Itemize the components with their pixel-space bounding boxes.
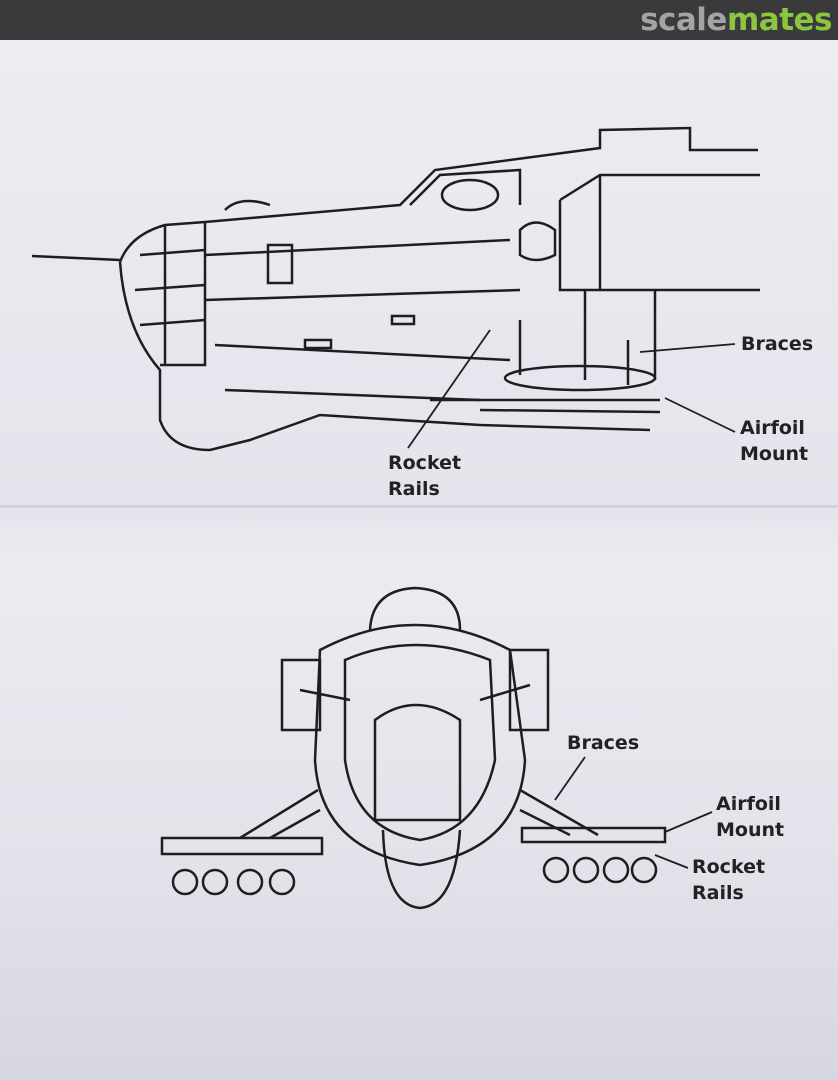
side-view-leaders (407, 329, 736, 449)
label-rocket-rails-front: Rocket Rails (692, 856, 766, 904)
label-airfoil-mount-side: Airfoil Mount (740, 417, 809, 465)
rocket-rails-left (171, 868, 296, 896)
label-braces-front: Braces (567, 732, 640, 754)
front-view-drawing (160, 586, 667, 910)
label-airfoil-mount-front: Airfoil Mount (716, 793, 785, 841)
label-braces-side: Braces (741, 333, 814, 355)
scalemates-logo[interactable]: scalemates (640, 2, 832, 38)
diagram-drawings (31, 126, 760, 910)
front-view-leaders (554, 756, 713, 869)
label-rocket-rails-side: Rocket Rails (388, 452, 462, 500)
side-view-drawing (31, 126, 760, 452)
rocket-rails-right (542, 856, 658, 884)
paper-fold (0, 505, 838, 508)
top-bar: scalemates (0, 0, 838, 40)
